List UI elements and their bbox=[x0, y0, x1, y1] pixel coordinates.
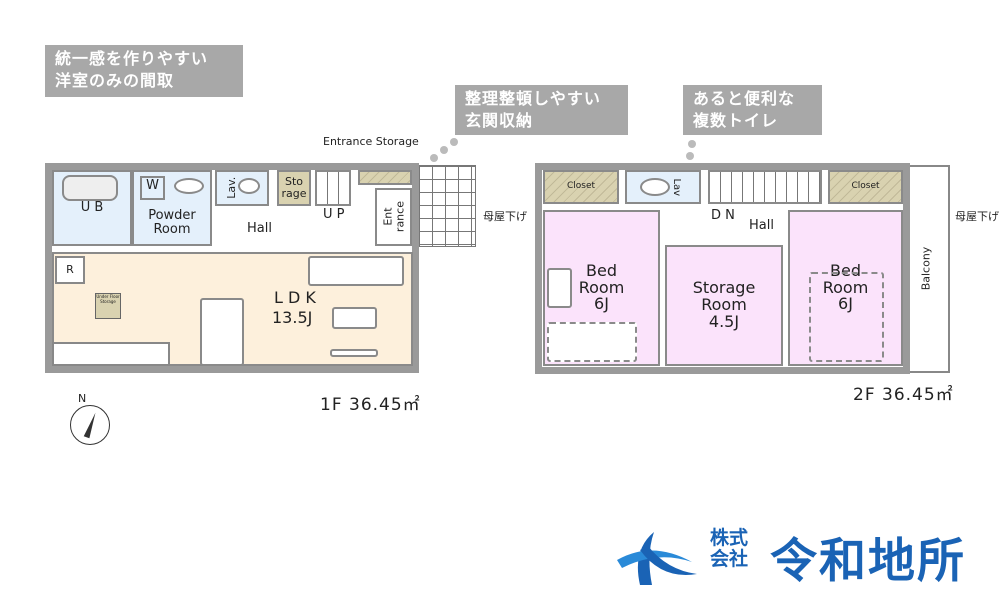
stairs bbox=[708, 170, 822, 204]
logo-company-name: 令和地所 bbox=[770, 534, 966, 589]
room-label: Bed Room bbox=[578, 260, 625, 297]
callout-line: あると便利な bbox=[693, 89, 796, 108]
room-label: Balcony bbox=[919, 246, 933, 291]
room-label: Lav bbox=[671, 178, 683, 196]
underfloor-storage: Under Floor Storage bbox=[95, 293, 121, 319]
entrance: Ent rance bbox=[375, 188, 412, 246]
refrigerator: R bbox=[55, 256, 85, 284]
callout-dot bbox=[440, 146, 448, 154]
room-label: Closet bbox=[851, 181, 880, 192]
room-label: Hall bbox=[749, 218, 774, 233]
room-label: Hall bbox=[247, 221, 272, 236]
room-size: 6J bbox=[594, 294, 609, 314]
room-label: Sto rage bbox=[281, 175, 307, 200]
coffee-table bbox=[332, 307, 377, 329]
room-label: U B bbox=[80, 200, 104, 216]
floor2-area: 2F 36.45㎡ bbox=[853, 385, 954, 405]
roof-note-right: 母屋下げ bbox=[955, 210, 999, 223]
roof-note-left: 母屋下げ bbox=[483, 210, 527, 223]
tv-stand bbox=[330, 349, 378, 357]
callout-unified-rooms: 統一感を作りやすい 洋室のみの間取 bbox=[45, 45, 243, 97]
stairs-down-label: D N bbox=[711, 208, 735, 223]
dining-table bbox=[200, 298, 244, 366]
logo-text: 株式 bbox=[710, 527, 749, 549]
compass-needle bbox=[83, 411, 99, 439]
room-label: Bed Room bbox=[822, 260, 869, 297]
entrance-storage-label: Entrance Storage bbox=[323, 135, 419, 148]
hall: D N Hall bbox=[667, 205, 785, 245]
logo-text: 会社 bbox=[710, 548, 749, 570]
floor1-area: 1F 36.45㎡ bbox=[320, 395, 421, 415]
closet-right: Closet bbox=[828, 170, 903, 204]
desk bbox=[547, 268, 572, 308]
callout-line: 洋室のみの間取 bbox=[55, 71, 175, 90]
sink bbox=[174, 178, 204, 194]
hall: Hall U P bbox=[215, 206, 371, 246]
callout-line: 整理整頓しやすい bbox=[465, 89, 601, 108]
callout-line: 統一感を作りやすい bbox=[55, 49, 209, 68]
room-label: Lav. bbox=[225, 176, 239, 200]
toilet bbox=[640, 178, 670, 196]
callout-dot bbox=[450, 138, 458, 146]
balcony: Balcony bbox=[908, 165, 950, 373]
room-label: Closet bbox=[566, 181, 596, 192]
kitchen-counter bbox=[52, 342, 170, 366]
room-label: Powder Room bbox=[148, 208, 196, 237]
compass-icon bbox=[70, 405, 110, 445]
callout-dot bbox=[430, 154, 438, 162]
washer: W bbox=[140, 176, 165, 200]
bed bbox=[809, 272, 884, 362]
room-label: L D K bbox=[274, 288, 316, 307]
company-logo-icon bbox=[612, 500, 702, 585]
stairs-up-label: U P bbox=[323, 207, 345, 222]
callout-entrance-storage: 整理整頓しやすい 玄関収納 bbox=[455, 85, 628, 135]
entrance-porch bbox=[418, 165, 476, 247]
callout-line: 玄関収納 bbox=[465, 111, 534, 130]
compass-north-label: N bbox=[78, 392, 87, 405]
toilet bbox=[238, 178, 260, 194]
callout-toilets: あると便利な 複数トイレ bbox=[683, 85, 822, 135]
callout-dot bbox=[686, 152, 694, 160]
closet-left: Closet bbox=[543, 170, 619, 204]
logo-company-type: 株式 会社 bbox=[710, 528, 748, 570]
room-size: 4.5J bbox=[708, 311, 740, 331]
lavatory: Lav bbox=[625, 170, 701, 204]
room-label: Ent rance bbox=[380, 201, 406, 233]
bathtub bbox=[62, 175, 118, 201]
callout-line: 複数トイレ bbox=[693, 111, 779, 130]
stairs bbox=[315, 170, 351, 206]
room-size: 13.5J bbox=[272, 308, 313, 327]
room-size: 6J bbox=[838, 294, 853, 314]
bed bbox=[547, 322, 637, 362]
sofa bbox=[308, 256, 404, 286]
entrance-storage bbox=[358, 170, 412, 185]
room-label: Storage Room bbox=[692, 278, 756, 315]
callout-dot bbox=[688, 140, 696, 148]
storage: Sto rage bbox=[277, 170, 311, 206]
